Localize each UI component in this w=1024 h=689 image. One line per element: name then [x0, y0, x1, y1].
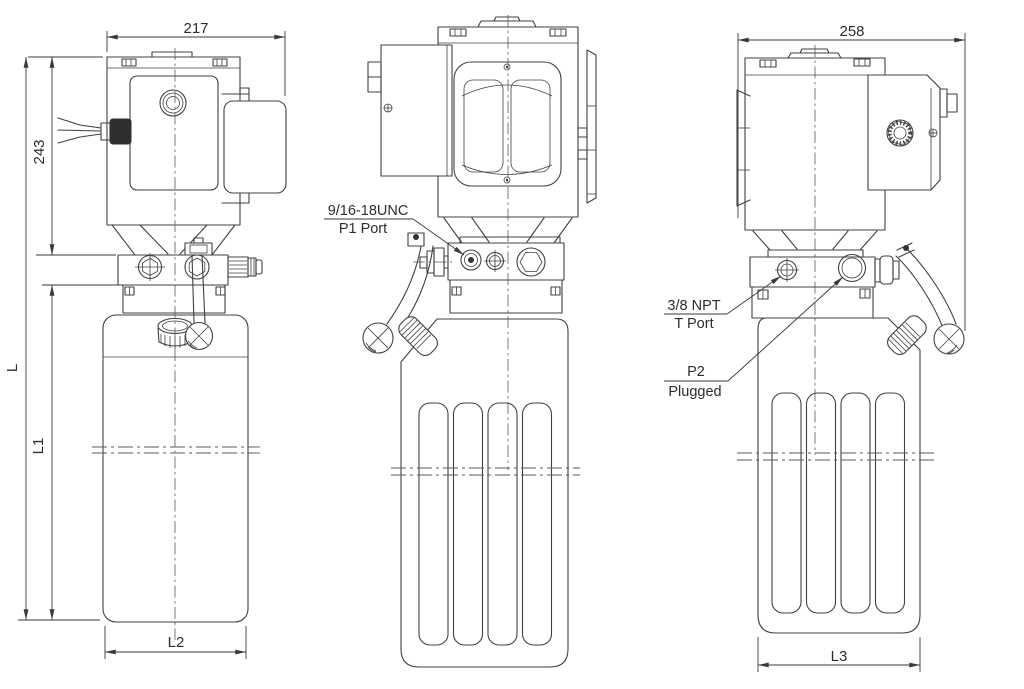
dim-tank-width-front-value: L2 [168, 634, 185, 651]
terminal-cover-edge-a [577, 49, 597, 204]
t-thread-label: 3/8 NPT [667, 298, 720, 314]
start-capacitor-box [367, 44, 453, 177]
control-lever-side-a [362, 232, 434, 354]
manifold-side-a [413, 242, 565, 281]
dim-tank-height-value: L1 [30, 438, 47, 455]
tank-rib [874, 392, 906, 614]
p1-port [460, 249, 482, 271]
dim-overall-width-side-value: 258 [839, 23, 864, 40]
tank-adapter-side-a [449, 279, 563, 314]
tank-rib [452, 402, 484, 646]
dimension-overall-width-side: 258 [737, 23, 966, 331]
tank-front [102, 314, 249, 623]
terminal-cover-edge-b [736, 89, 751, 207]
control-lever-front [184, 237, 214, 351]
dimension-tank-height: L1 [30, 284, 120, 620]
tank-adapter-side-b [751, 286, 874, 319]
port-left [135, 253, 165, 281]
cable-gland [100, 118, 132, 145]
tank-rib [805, 392, 837, 614]
outlet-port [516, 247, 546, 277]
p1-thread-label: 9/16-18UNC [328, 203, 409, 219]
dimension-overall-height: L [4, 57, 100, 621]
motor-side-b [736, 48, 958, 231]
dimension-tank-depth-side: L3 [757, 637, 921, 672]
tank-rib [771, 392, 802, 614]
t-port [775, 258, 799, 282]
control-lever-side-b [895, 242, 965, 355]
motor-side-a [367, 16, 597, 218]
side-view-a: 9/16-18UNC P1 Port [324, 15, 597, 668]
p2-state-label: Plugged [668, 384, 721, 400]
tank-side-a [391, 316, 580, 668]
side-view-b: 258 3/8 NPT T Port P2 Plugged L3 [664, 23, 966, 672]
coupler-stub [227, 256, 263, 278]
dim-overall-height-value: L [4, 364, 21, 372]
callout-t-port: 3/8 NPT T Port [664, 275, 782, 332]
dim-motor-width-value: 217 [183, 20, 208, 37]
lever-pivot [874, 255, 900, 285]
dimension-tank-width-front: L2 [104, 626, 247, 659]
gauge-port [484, 250, 506, 272]
callout-p2: P2 Plugged [664, 276, 844, 400]
dim-tank-depth-side-value: L3 [831, 648, 848, 665]
breather-cap-side-b [887, 315, 927, 355]
conduit-stub [939, 88, 948, 118]
relief-valve [413, 247, 452, 277]
tank-adapter-front [122, 284, 226, 314]
tank-rib [521, 402, 553, 646]
power-wires [57, 117, 102, 144]
motor-front [57, 51, 287, 226]
motor-boss [159, 89, 187, 117]
dimension-motor-width: 217 [106, 20, 286, 96]
p2-label: P2 [687, 364, 705, 380]
dimension-motor-height: 243 [28, 56, 116, 256]
dim-motor-height-value: 243 [31, 139, 48, 164]
capacitor-cover-front [221, 87, 287, 204]
t-port-label: T Port [674, 316, 713, 332]
manifold-front [117, 253, 263, 286]
bell-housing-front [111, 224, 236, 256]
p1-port-label: P1 Port [339, 221, 387, 237]
p2-port [837, 253, 867, 283]
junction-box-side-b [867, 74, 958, 191]
callout-p1: 9/16-18UNC P1 Port [324, 203, 465, 256]
tank-side-b [737, 315, 935, 634]
hex-plug [886, 119, 914, 147]
breather-cap-side-a [398, 316, 438, 356]
tank-rib [487, 402, 518, 646]
tank-rib [418, 402, 449, 646]
tank-rib [840, 392, 871, 614]
motor-face-window [453, 61, 562, 187]
front-view: 217 243 L L1 L2 [4, 20, 287, 659]
